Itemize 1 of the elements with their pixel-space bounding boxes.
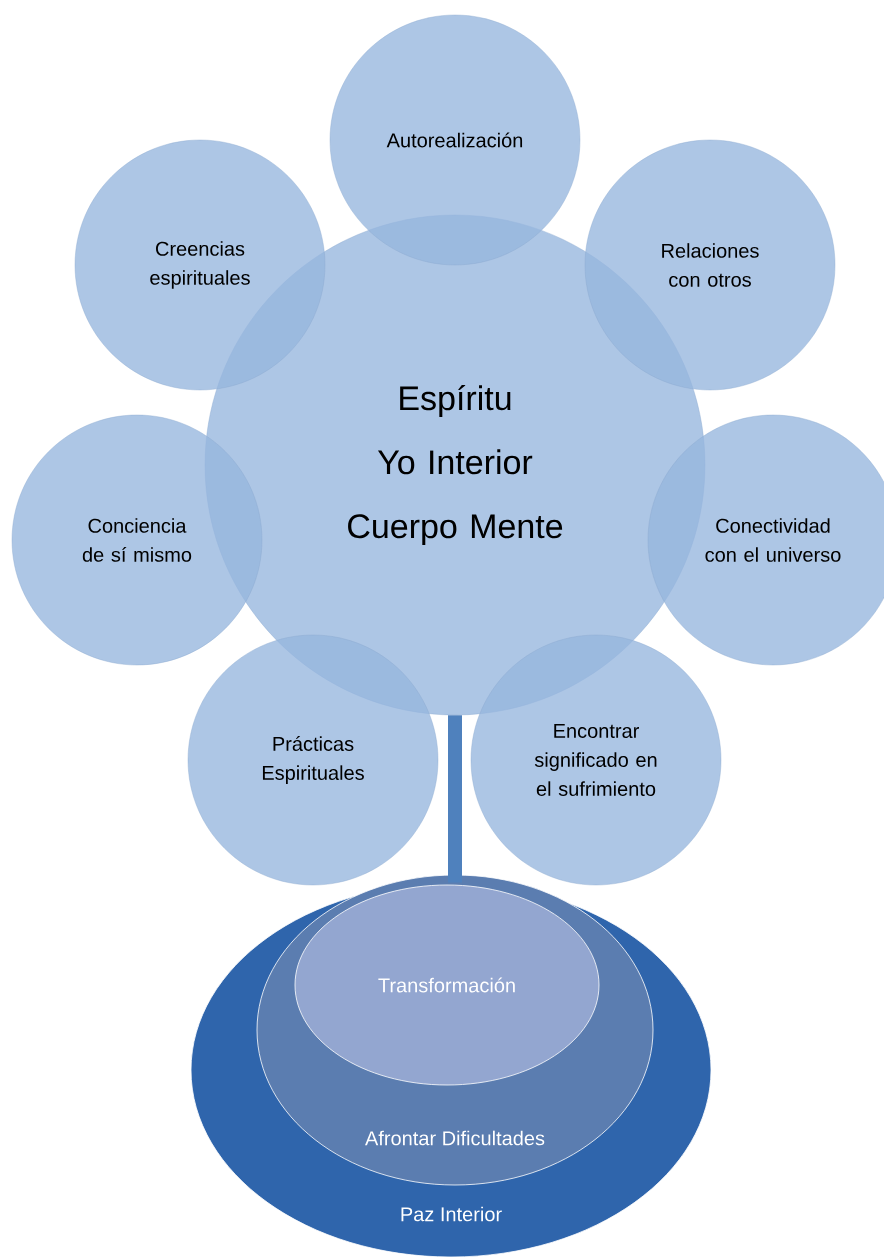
connector-bar [448,715,462,883]
